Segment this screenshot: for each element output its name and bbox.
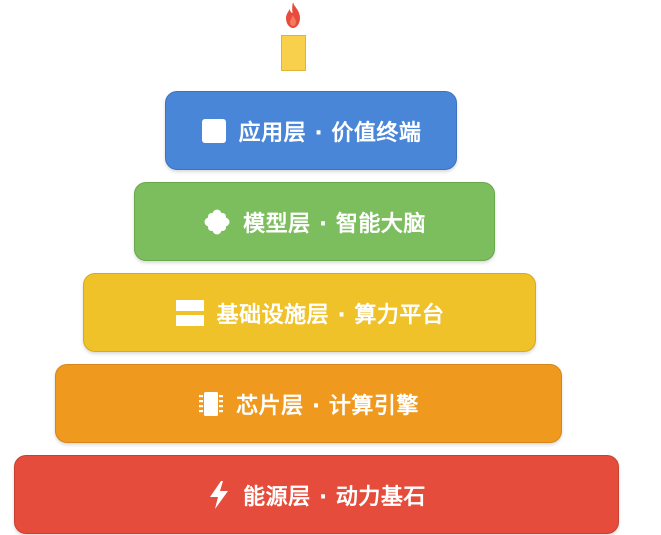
server-icon: [175, 299, 205, 327]
layer-label: 应用层 · 价值终端: [238, 120, 422, 146]
layer-label: 基础设施层 · 算力平台: [216, 302, 445, 328]
layer-application: 应用层 · 价值终端: [165, 91, 457, 170]
layer-infrastructure: 基础设施层 · 算力平台: [83, 273, 536, 352]
bolt-icon: [207, 480, 231, 510]
layer-label: 模型层 · 智能大脑: [243, 211, 426, 237]
layer-chip: 芯片层 · 计算引擎: [55, 364, 562, 443]
flame-icon: [286, 2, 300, 28]
layer-energy: 能源层 · 动力基石: [14, 455, 619, 534]
layer-model: 模型层 · 智能大脑: [134, 182, 495, 261]
puzzle-icon: [203, 208, 231, 236]
square-icon: [201, 118, 227, 144]
layer-label: 能源层 · 动力基石: [243, 484, 426, 510]
candle-body: [281, 35, 306, 71]
chip-icon: [198, 390, 224, 418]
layer-label: 芯片层 · 计算引擎: [236, 393, 419, 419]
